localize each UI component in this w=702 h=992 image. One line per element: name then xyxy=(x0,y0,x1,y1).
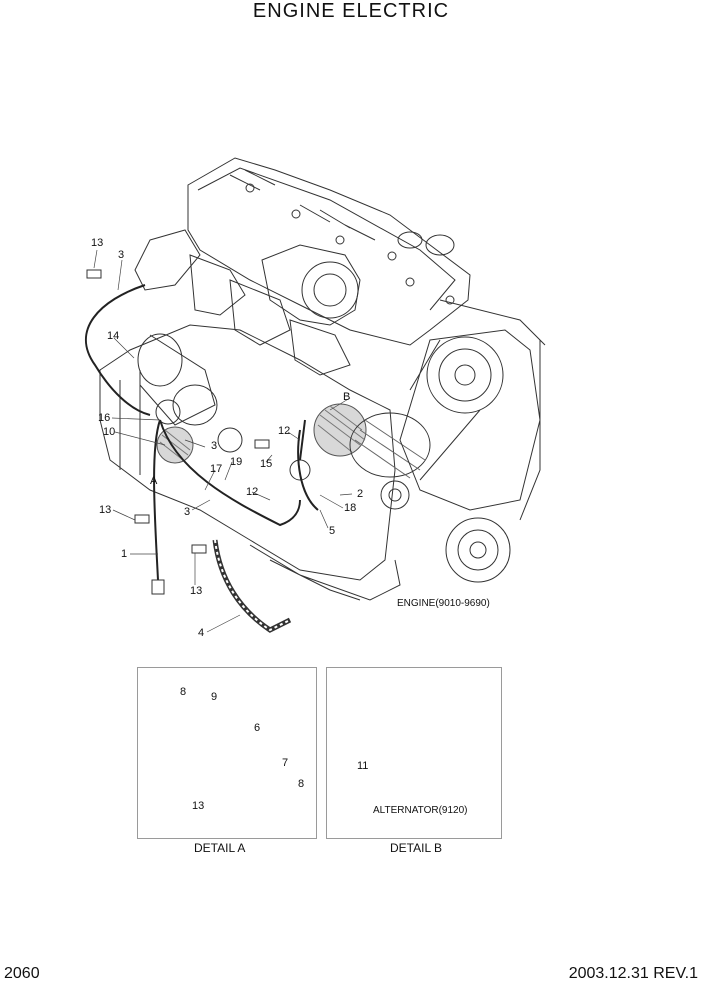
alternator-caption: ALTERNATOR(9120) xyxy=(373,805,468,816)
callout-13-left: 13 xyxy=(99,504,112,516)
callout-15: 15 xyxy=(260,458,273,470)
revision-date: 2003.12.31 REV.1 xyxy=(568,965,698,982)
callout-12-lower: 12 xyxy=(246,486,259,498)
callout-A: A xyxy=(150,475,158,487)
page-number: 2060 xyxy=(4,965,40,982)
callout-5: 5 xyxy=(329,525,336,537)
detail-a-callout-6: 6 xyxy=(254,722,261,734)
callout-2: 2 xyxy=(357,488,364,500)
engine-caption: ENGINE(9010-9690) xyxy=(397,598,490,609)
callout-1: 1 xyxy=(121,548,128,560)
callout-17: 17 xyxy=(210,463,223,475)
detail-a-callout-8-top: 8 xyxy=(180,686,187,698)
callout-18: 18 xyxy=(344,502,357,514)
page-title: ENGINE ELECTRIC xyxy=(252,0,450,22)
callout-14: 14 xyxy=(107,330,120,342)
detail-a-callout-9: 9 xyxy=(211,691,218,703)
callout-13-top: 13 xyxy=(91,237,104,249)
detail-a-callout-13: 13 xyxy=(192,800,205,812)
detail-b-box xyxy=(326,667,502,839)
detail-b-caption: DETAIL B xyxy=(390,841,443,855)
detail-b-callout-11: 11 xyxy=(357,760,369,772)
callout-3-mid: 3 xyxy=(211,440,218,452)
callout-19: 19 xyxy=(230,456,243,468)
callout-3-top: 3 xyxy=(118,249,125,261)
callout-B: B xyxy=(343,391,351,403)
callout-16: 16 xyxy=(98,412,111,424)
callout-4: 4 xyxy=(198,627,205,639)
detail-a-box xyxy=(137,667,317,839)
detail-a-caption: DETAIL A xyxy=(194,841,246,855)
detail-a-callout-7: 7 xyxy=(282,757,289,769)
callout-12-upper: 12 xyxy=(278,425,291,437)
detail-a-callout-8-bottom: 8 xyxy=(298,778,305,790)
callout-3-low: 3 xyxy=(184,506,191,518)
callout-10: 10 xyxy=(103,426,116,438)
callout-13-bottom: 13 xyxy=(190,585,203,597)
